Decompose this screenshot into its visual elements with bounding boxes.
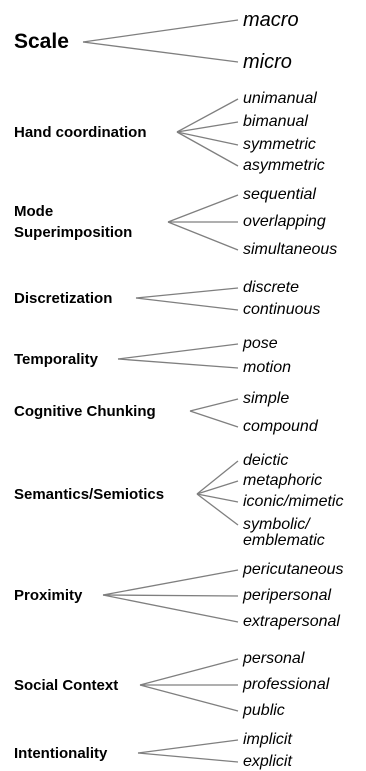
connector-line-6-2 (196, 493, 239, 503)
connector-line-8-2 (139, 684, 239, 712)
option-bimanual: bimanual (243, 113, 308, 130)
connector-line-1-1 (176, 121, 239, 133)
category-social-context: Social Context (14, 677, 119, 694)
connector-line-7-1 (102, 594, 239, 597)
category-cognitive-chunking: Cognitive Chunking (14, 403, 156, 420)
option-personal: personal (243, 650, 305, 667)
connector-line-2-2 (167, 221, 239, 251)
connector-line-1-0 (176, 98, 239, 133)
option-micro: micro (243, 51, 292, 73)
connector-line-5-1 (189, 410, 239, 428)
category-mode-superimposition: Mode Superimposition (14, 203, 133, 241)
option-motion: motion (243, 359, 292, 376)
option-symmetric: symmetric (243, 136, 316, 153)
option-professional: professional (243, 676, 330, 693)
category-proximity: Proximity (14, 587, 83, 604)
option-compound: compound (243, 418, 318, 435)
option-simple: simple (243, 390, 290, 407)
option-sequential: sequential (243, 186, 316, 203)
connector-line-9-0 (137, 739, 239, 754)
option-peripersonal: peripersonal (243, 587, 332, 604)
option-explicit: explicit (243, 753, 292, 770)
option-unimanual: unimanual (243, 90, 317, 107)
connector-line-1-3 (176, 131, 239, 167)
connector-line-7-2 (102, 594, 239, 623)
category-intentionality: Intentionality (14, 745, 108, 762)
option-asymmetric: asymmetric (243, 157, 325, 174)
option-pose: pose (243, 335, 278, 352)
option-pericutaneous: pericutaneous (243, 561, 344, 578)
connector-line-9-1 (137, 752, 239, 763)
option-simultaneous: simultaneous (243, 241, 338, 258)
option-symbolic-emblematic: symbolic/ emblematic (243, 516, 325, 549)
option-deictic: deictic (243, 452, 289, 469)
category-hand-coordination: Hand coordination (14, 124, 147, 141)
connector-line-7-0 (102, 569, 239, 596)
option-discrete: discrete (243, 279, 300, 296)
option-iconic-mimetic: iconic/mimetic (243, 493, 344, 510)
connector-line-6-0 (196, 460, 239, 495)
category-scale: Scale (14, 30, 69, 53)
connector-line-0-0 (82, 19, 239, 43)
connector-line-6-3 (196, 493, 239, 526)
option-implicit: implicit (243, 731, 292, 748)
connector-line-4-1 (117, 358, 239, 369)
connector-line-0-1 (82, 41, 239, 63)
option-extrapersonal: extrapersonal (243, 613, 340, 630)
option-metaphoric: metaphoric (243, 472, 323, 489)
connector-line-3-1 (135, 297, 239, 311)
connector-line-5-0 (189, 398, 239, 412)
option-overlapping: overlapping (243, 213, 326, 230)
option-public: public (243, 702, 285, 719)
option-macro: macro (243, 9, 299, 31)
connector-line-6-1 (196, 480, 239, 495)
connector-line-8-0 (139, 658, 239, 686)
connector-line-3-0 (135, 287, 239, 299)
option-continuous: continuous (243, 301, 321, 318)
category-discretization: Discretization (14, 290, 113, 307)
connector-line-4-0 (117, 343, 239, 360)
category-temporality: Temporality (14, 351, 98, 368)
connector-line-2-0 (167, 194, 239, 223)
connector-line-1-2 (176, 131, 239, 146)
category-semantics-semiotics: Semantics/Semiotics (14, 486, 165, 503)
